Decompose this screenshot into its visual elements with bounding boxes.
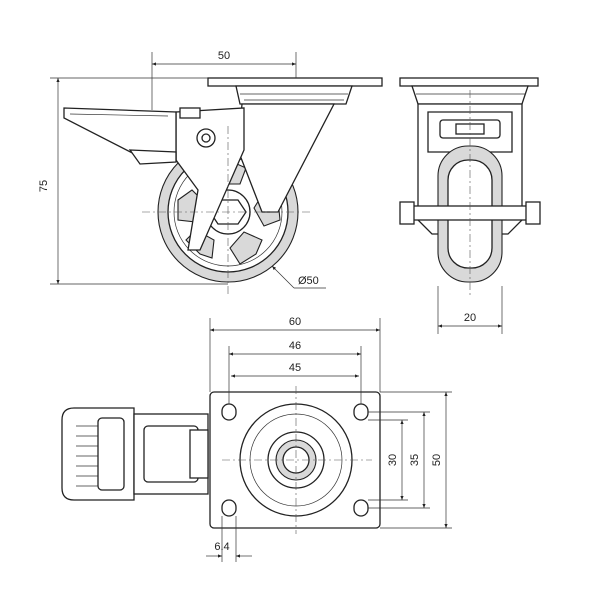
dim-top-width: 50 [218, 50, 230, 62]
dim-hole-span-inner: 45 [289, 362, 301, 374]
dim-wheel-diameter: Ø50 [298, 275, 319, 287]
top-view: 60 46 45 50 35 30 6.4 [61, 316, 452, 562]
dim-wheel-width: 20 [464, 312, 476, 324]
side-top-plate [207, 77, 383, 87]
dim-line-wheel-diameter [271, 265, 295, 289]
front-axle-nut-right [525, 201, 541, 225]
dim-hole-span-outer: 46 [289, 340, 301, 352]
fork-arm [175, 107, 245, 251]
side-view: 50 75 Ø50 [38, 50, 383, 296]
front-top-plate [399, 77, 539, 87]
brake-pad [128, 149, 177, 165]
dim-plate-width: 60 [289, 316, 301, 328]
swivel-bearing [235, 85, 353, 105]
dim-hole-diameter: 6.4 [214, 541, 229, 553]
dim-overall-height: 75 [38, 180, 50, 192]
dim-hole-pitch-inner: 30 [387, 454, 399, 466]
dim-plate-height: 50 [431, 454, 443, 466]
front-view: 20 [399, 77, 541, 334]
dim-hole-pitch-outer: 35 [409, 454, 421, 466]
front-axle-nut-left [399, 201, 415, 225]
